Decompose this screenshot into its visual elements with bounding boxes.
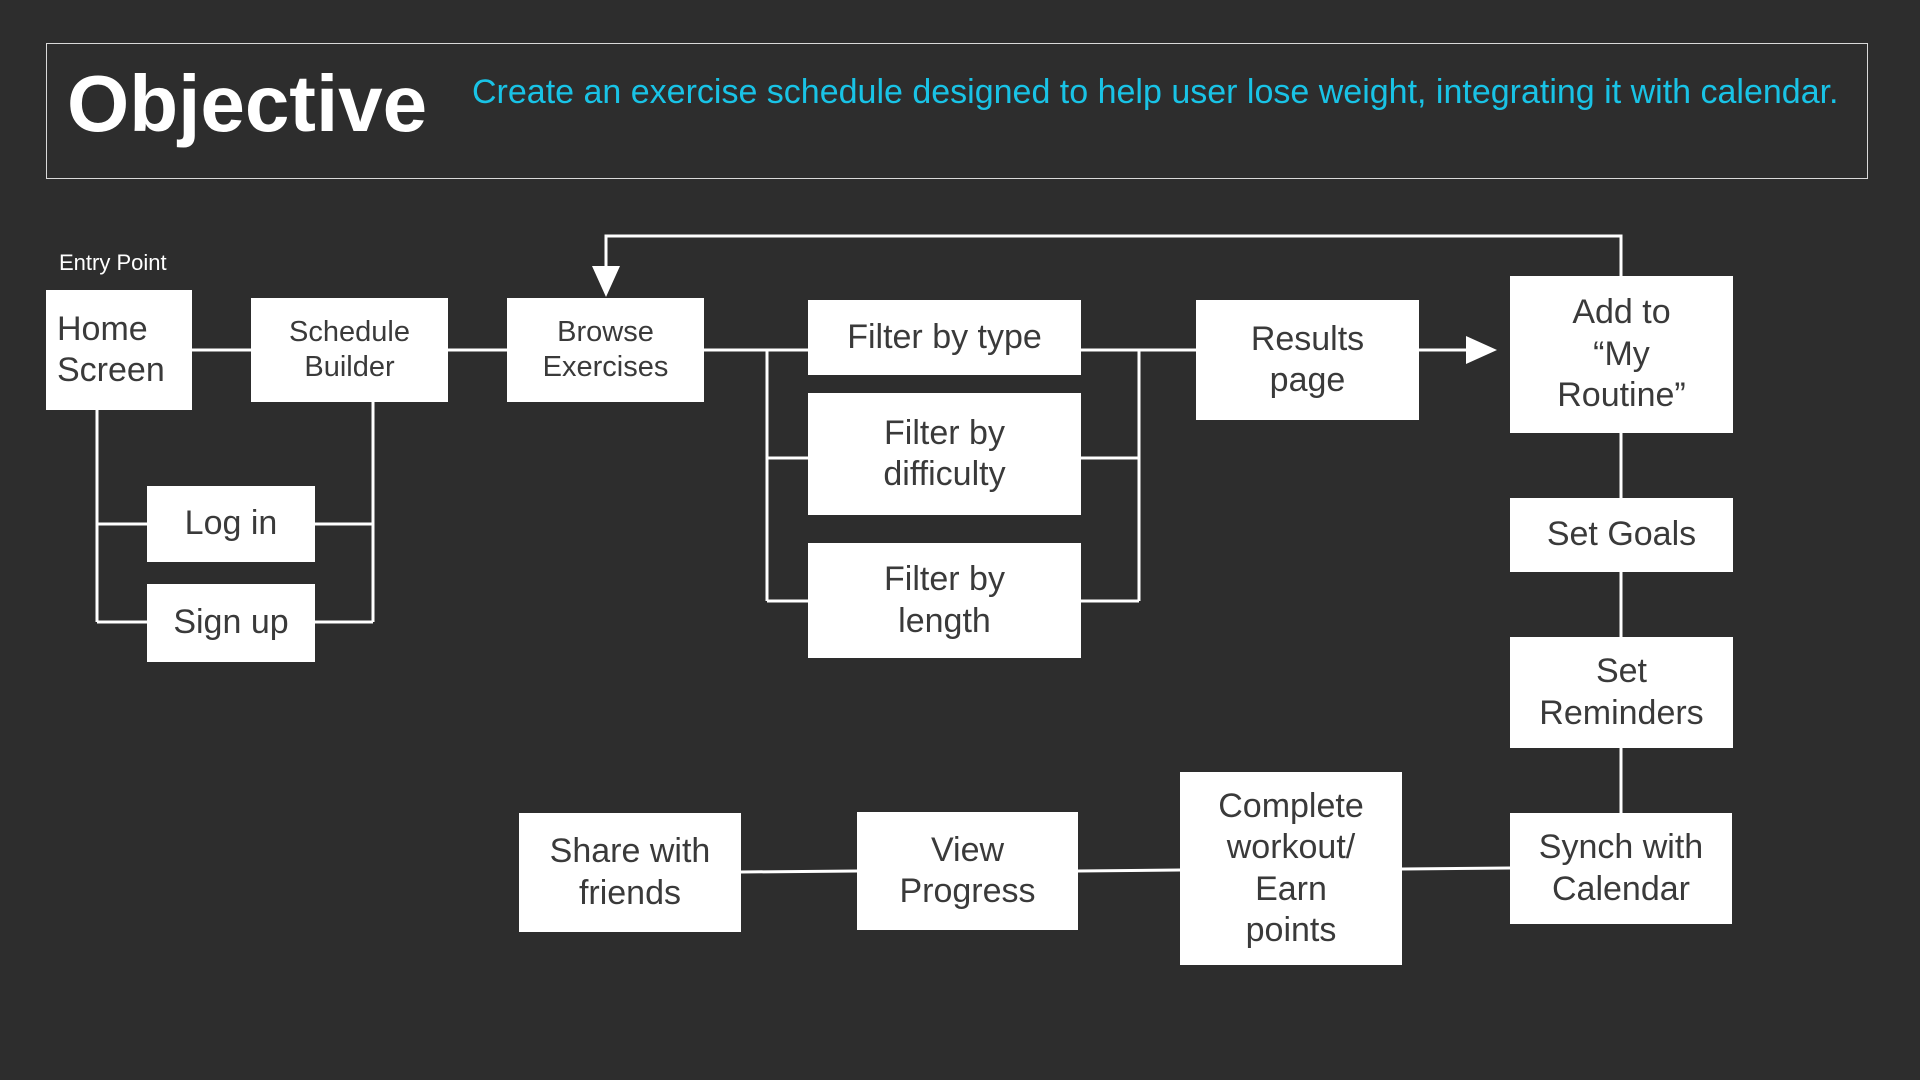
- arrow-head-routine: [1466, 336, 1497, 364]
- add-to-routine-node: Add to “My Routine”: [1510, 276, 1733, 433]
- link-complete-progress: [1077, 868, 1181, 873]
- browse-exercises-node: Browse Exercises: [507, 298, 704, 402]
- filter-by-type-node: Filter by type: [808, 300, 1081, 375]
- sign-up-node: Sign up: [147, 584, 315, 662]
- synch-with-calendar-node: Synch with Calendar: [1510, 813, 1732, 924]
- results-page-node: Results page: [1196, 300, 1419, 420]
- page-title: Objective: [67, 59, 428, 148]
- link-progress-share: [740, 869, 858, 874]
- link-synch-complete: [1401, 866, 1511, 871]
- objective-description: Create an exercise schedule designed to …: [472, 73, 1839, 111]
- arrow-head-browse: [592, 266, 620, 297]
- link-routine-browse-loop: [604, 234, 1623, 276]
- view-progress-node: View Progress: [857, 812, 1078, 930]
- share-with-friends-node: Share with friends: [519, 813, 741, 932]
- home-screen-node: Home Screen: [46, 290, 192, 410]
- filter-by-difficulty-node: Filter by difficulty: [808, 393, 1081, 515]
- complete-workout-node: Complete workout/ Earn points: [1180, 772, 1402, 965]
- set-goals-node: Set Goals: [1510, 498, 1733, 572]
- log-in-node: Log in: [147, 486, 315, 562]
- set-reminders-node: Set Reminders: [1510, 637, 1733, 748]
- objective-header: Objective Create an exercise schedule de…: [46, 43, 1868, 179]
- schedule-builder-node: Schedule Builder: [251, 298, 448, 402]
- filter-by-length-node: Filter by length: [808, 543, 1081, 658]
- entry-point-label: Entry Point: [59, 250, 167, 275]
